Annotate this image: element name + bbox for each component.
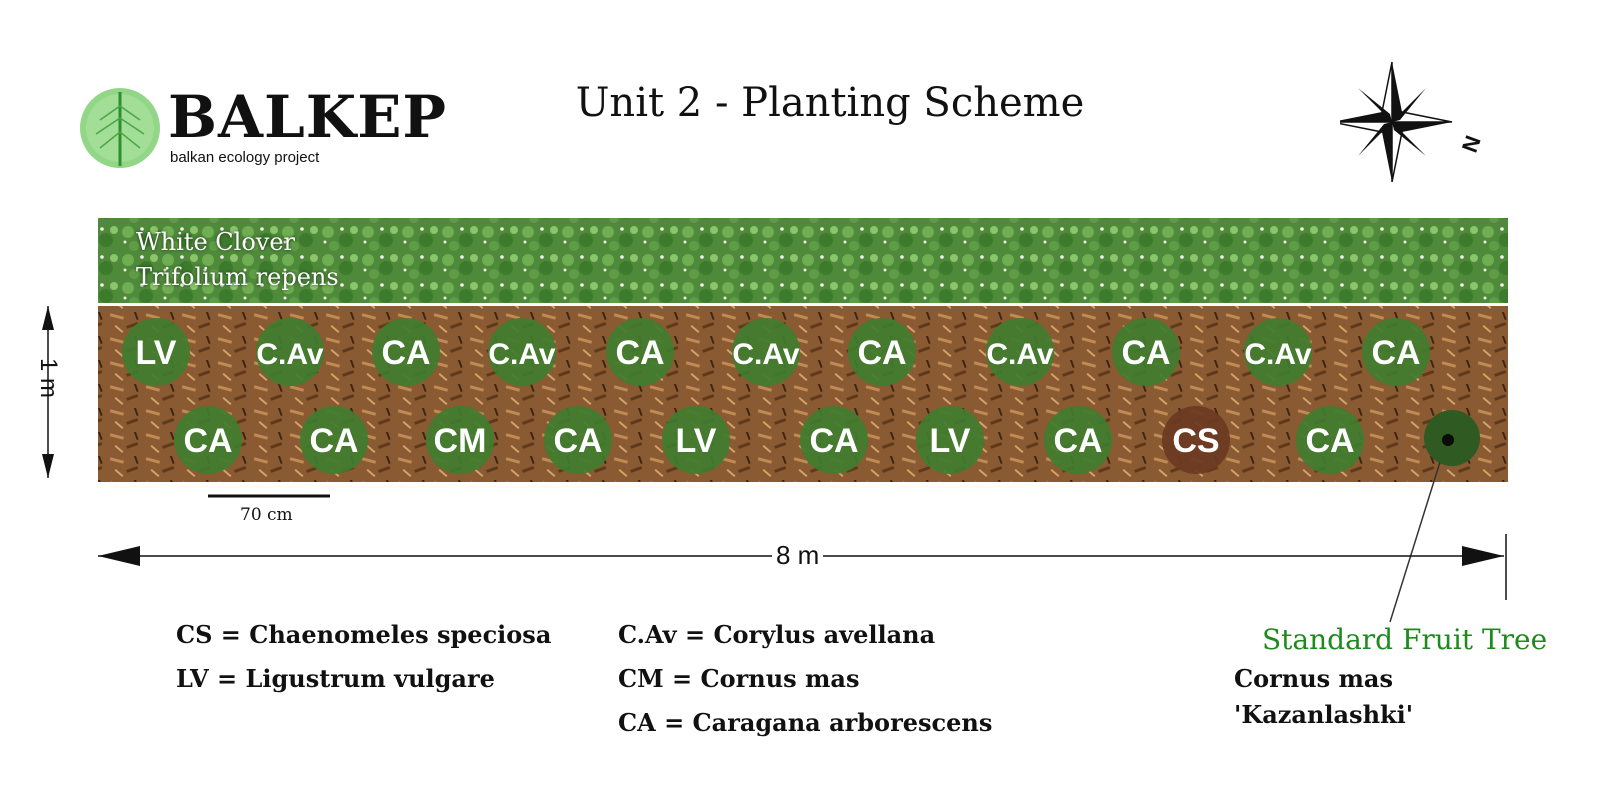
plant-marker <box>1044 406 1112 474</box>
fruit-tree-species: Cornus mas <box>1234 664 1393 693</box>
legend-ca: CA = Caragana arborescens <box>618 708 993 737</box>
groundcover-latin-name: Trifolium repens <box>136 263 339 291</box>
plant-marker <box>800 406 868 474</box>
plant-code-label: CA <box>1305 422 1354 460</box>
plant-code-label: CA <box>1053 422 1102 460</box>
plants-top-row: LV C.Av CA C.Av CA C.Av CA C.Av CA C.Av CA <box>122 318 1430 386</box>
spacing-label: 70 cm <box>240 505 293 525</box>
fruit-tree-title: Standard Fruit Tree <box>1262 623 1548 656</box>
plant-code-label: CA <box>309 422 358 460</box>
plant-marker <box>1296 406 1364 474</box>
width-arrow-top <box>42 306 54 330</box>
legend-cav: C.Av = Corylus avellana <box>618 620 936 649</box>
plant-code-label: CS <box>1172 422 1219 460</box>
width-arrow-bottom <box>42 454 54 478</box>
plant-code-label: CA <box>615 334 664 372</box>
fruit-tree-cultivar: 'Kazanlashki' <box>1234 700 1414 729</box>
plant-marker <box>1112 318 1180 386</box>
plant-code-label: CM <box>434 422 487 460</box>
clover-strip <box>98 218 1508 303</box>
plant-marker <box>426 406 494 474</box>
plant-code-label: LV <box>676 422 717 460</box>
brand-name: BALKEP <box>168 83 448 151</box>
fruit-tree-leader <box>1389 461 1441 623</box>
legend-cm: CM = Cornus mas <box>618 664 860 693</box>
page-title: Unit 2 - Planting Scheme <box>575 80 1085 126</box>
plant-marker <box>916 406 984 474</box>
plant-code-label: CA <box>1121 334 1170 372</box>
length-arrow-left <box>98 546 140 566</box>
plant-marker <box>372 318 440 386</box>
plant-marker <box>848 318 916 386</box>
plant-marker <box>1162 406 1230 474</box>
length-label: 8 m <box>772 540 824 571</box>
plant-code-label: LV <box>136 334 177 372</box>
plant-code-label: CA <box>809 422 858 460</box>
groundcover-common-name: White Clover <box>136 228 295 256</box>
plant-code-label: C.Av <box>1244 338 1312 371</box>
plant-code-label: CA <box>1371 334 1420 372</box>
plant-marker <box>174 406 242 474</box>
compass-rose-icon: N <box>1340 61 1486 183</box>
plant-code-label: C.Av <box>986 338 1054 371</box>
plant-code-label: CA <box>183 422 232 460</box>
length-arrow-right <box>1462 546 1504 566</box>
plant-code-label: C.Av <box>256 338 324 371</box>
plant-marker <box>300 406 368 474</box>
plant-marker <box>1362 318 1430 386</box>
plant-marker <box>544 406 612 474</box>
plant-marker <box>488 318 556 386</box>
plant-marker <box>122 318 190 386</box>
leaf-logo-icon <box>80 88 160 168</box>
legend-cs: CS = Chaenomeles speciosa <box>176 620 552 649</box>
plant-code-label: LV <box>930 422 971 460</box>
plant-marker <box>732 318 800 386</box>
plant-code-label: C.Av <box>732 338 800 371</box>
brand-tagline: balkan ecology project <box>170 149 320 166</box>
width-label: 1 m <box>35 357 63 399</box>
plant-marker <box>256 318 324 386</box>
plant-marker <box>662 406 730 474</box>
plant-code-label: CA <box>381 334 430 372</box>
legend-lv: LV = Ligustrum vulgare <box>176 664 495 693</box>
plant-marker <box>1244 318 1312 386</box>
plant-marker <box>606 318 674 386</box>
fruit-tree-center <box>1442 434 1454 446</box>
plant-code-label: CA <box>857 334 906 372</box>
plants-bottom-row: CA CA CM CA LV CA LV CA CS CA <box>174 406 1364 474</box>
plant-marker <box>986 318 1054 386</box>
plant-code-label: CA <box>553 422 602 460</box>
plant-code-label: C.Av <box>488 338 556 371</box>
